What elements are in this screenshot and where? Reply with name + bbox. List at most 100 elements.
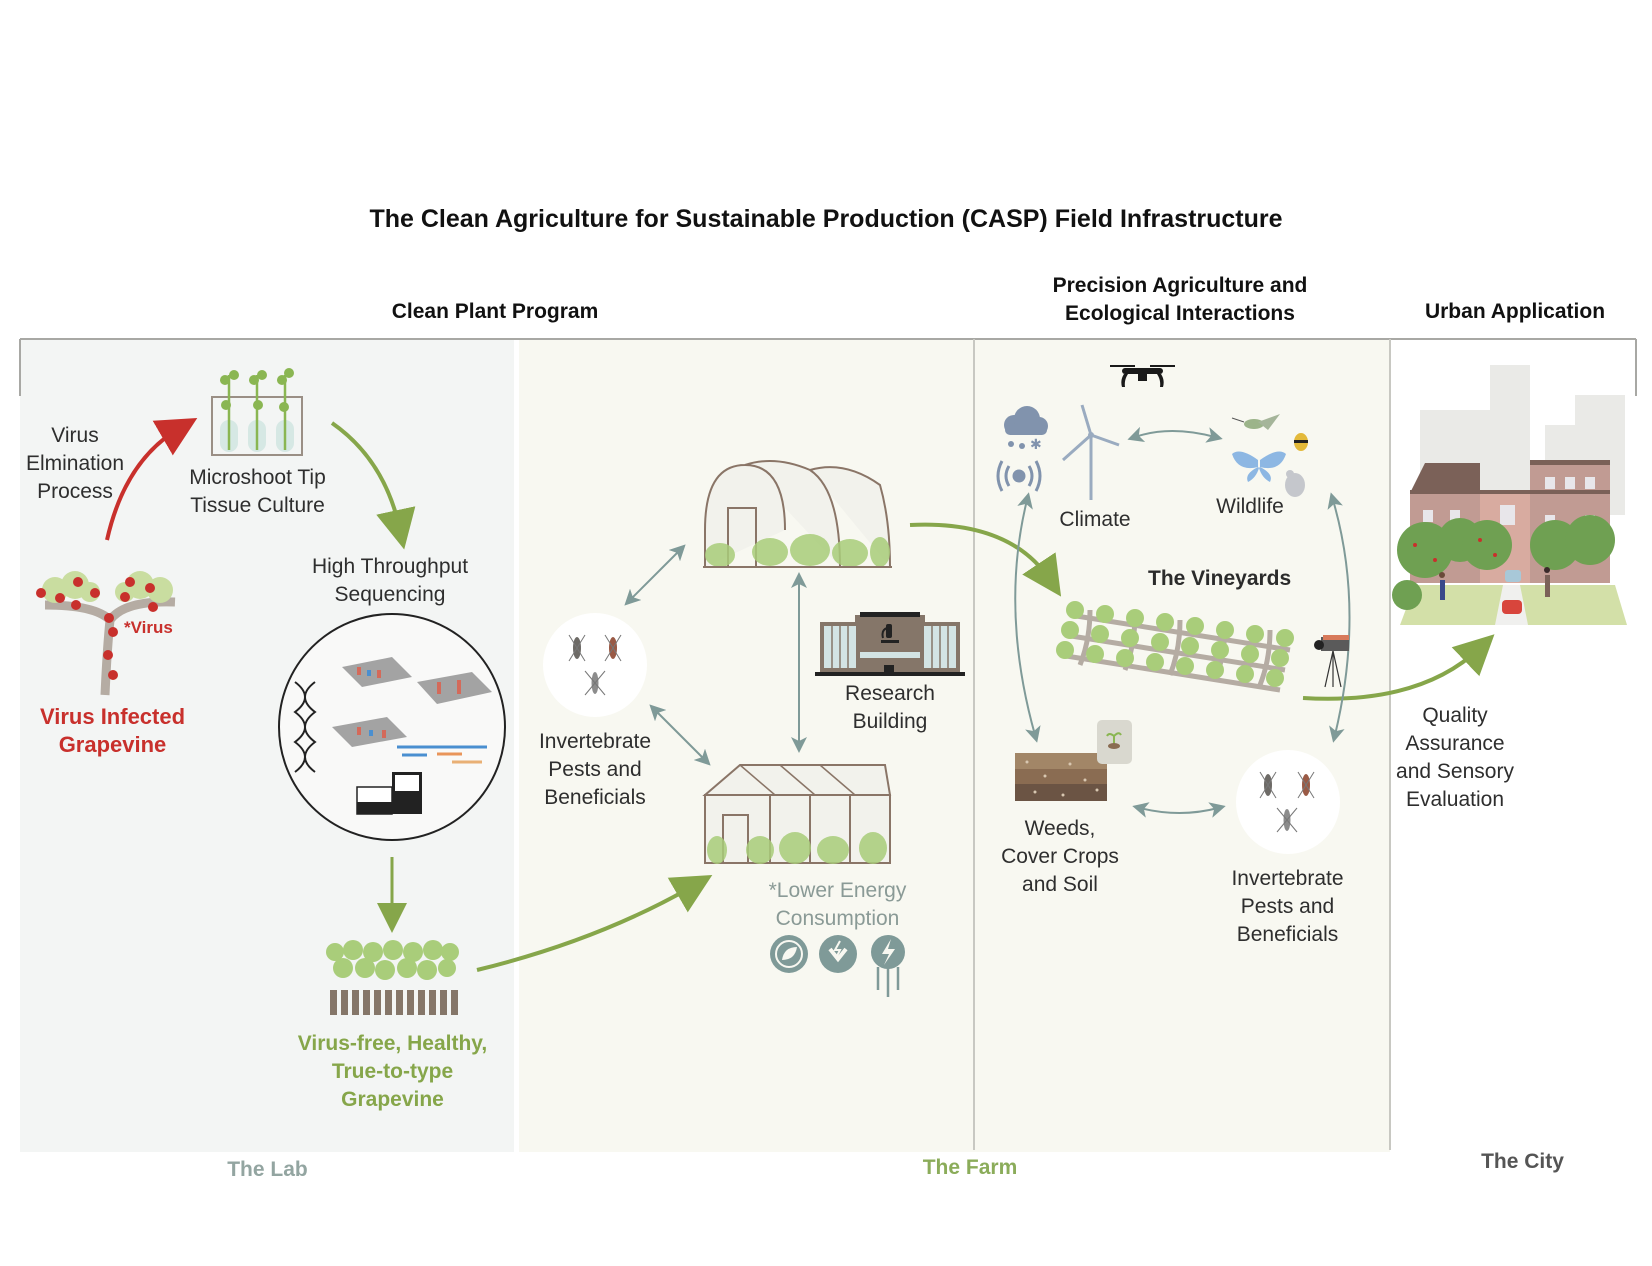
people-icon bbox=[1439, 567, 1550, 600]
rain-cloud-icon bbox=[1004, 406, 1048, 449]
soil-icons bbox=[1015, 720, 1132, 801]
virus-elim-line: Virus bbox=[51, 424, 99, 447]
precision-panel bbox=[974, 339, 1390, 1152]
hts-label: High Throughput Sequencing bbox=[290, 553, 490, 609]
microshoot-line: Microshoot Tip bbox=[189, 466, 326, 489]
hummingbird-icon bbox=[1231, 414, 1280, 430]
greenhouse-icon bbox=[702, 764, 892, 864]
hoophouse-icon bbox=[703, 460, 892, 568]
hts-line: Sequencing bbox=[334, 583, 446, 606]
microshoot-label: Microshoot Tip Tissue Culture bbox=[165, 464, 350, 520]
energy-line: *Lower Energy bbox=[768, 879, 907, 902]
research-building-icon bbox=[815, 612, 965, 676]
qa-line: Quality bbox=[1422, 704, 1488, 727]
mouse-icon bbox=[1285, 470, 1305, 497]
virus-free-line: True-to-type bbox=[331, 1060, 454, 1083]
car-icon bbox=[1502, 570, 1522, 614]
section-clean-plant: Clean Plant Program bbox=[391, 300, 599, 323]
weeds-label: Weeds, Cover Crops and Soil bbox=[985, 815, 1135, 899]
grapevine-to-greenhouse-arrow bbox=[476, 874, 713, 972]
tissue-culture-icon bbox=[211, 368, 303, 456]
qa-line: Evaluation bbox=[1405, 788, 1505, 811]
farm-inverts-line: Pests and bbox=[548, 758, 642, 781]
virus-elimination-arrow bbox=[105, 417, 198, 541]
hts-line: High Throughput bbox=[311, 555, 469, 578]
quality-assurance-label: Quality Assurance and Sensory Evaluation bbox=[1385, 702, 1525, 814]
leaf-cycle-icon bbox=[770, 935, 808, 973]
energy-label: *Lower Energy Consumption bbox=[745, 877, 930, 933]
microscope-icon bbox=[881, 624, 899, 643]
infected-grapevine-label: Virus Infected Grapevine bbox=[20, 703, 205, 759]
wind-turbine-icon bbox=[1062, 404, 1120, 500]
qa-line: and Sensory bbox=[1396, 760, 1514, 783]
soil-layers-icon bbox=[1015, 753, 1107, 801]
virus-elim-line: Process bbox=[37, 480, 113, 503]
hoophouse-to-vineyard-arrow bbox=[909, 522, 1062, 597]
research-line: Building bbox=[852, 710, 928, 733]
farm-inverts-line: Beneficials bbox=[544, 786, 646, 809]
snowflake-icon: ✱ bbox=[1030, 436, 1042, 452]
footer-farm: The Farm bbox=[922, 1156, 1018, 1179]
research-line: Research bbox=[845, 682, 935, 705]
energy-icons bbox=[770, 935, 905, 997]
infected-line: Virus Infected bbox=[39, 704, 186, 729]
research-building-label: Research Building bbox=[830, 680, 950, 736]
precision-insects-circle bbox=[1236, 750, 1340, 854]
culture-to-sequencing-arrow bbox=[330, 421, 416, 550]
weeds-line: Cover Crops bbox=[1001, 845, 1119, 868]
footer-lab: The Lab bbox=[227, 1158, 308, 1181]
section-precision-line2: Ecological Interactions bbox=[1065, 302, 1295, 325]
farm-inverts-line: Invertebrate bbox=[538, 730, 652, 753]
city-illustration bbox=[1392, 365, 1627, 625]
tree-icon bbox=[1392, 515, 1615, 610]
sequencing-circle bbox=[278, 613, 506, 841]
inverts-greenhouse-arrow bbox=[649, 704, 711, 766]
infected-line: Grapevine bbox=[58, 732, 167, 757]
virus-tag: *Virus bbox=[124, 618, 173, 637]
wildlife-icons bbox=[1231, 414, 1308, 497]
climate-wildlife-arrow bbox=[1127, 426, 1223, 443]
dna-helix-icon bbox=[293, 681, 317, 773]
farm-inverts-label: Invertebrate Pests and Beneficials bbox=[525, 728, 665, 812]
bee-icon bbox=[1294, 433, 1308, 451]
butterfly-icon bbox=[1232, 451, 1286, 482]
climate-icons: ✱ bbox=[996, 404, 1120, 500]
precision-inverts-line: Invertebrate bbox=[1231, 867, 1344, 890]
sequencer-machine-icon bbox=[356, 772, 422, 815]
sensor-camera-icon bbox=[1314, 635, 1349, 688]
weeds-line: Weeds, bbox=[1024, 817, 1096, 840]
virus-elimination-label: Virus Elmination Process bbox=[15, 422, 135, 506]
qa-line: Assurance bbox=[1405, 732, 1505, 755]
sensor-signal-icon bbox=[996, 460, 1042, 492]
precision-inverts-label: Invertebrate Pests and Beneficials bbox=[1215, 865, 1360, 949]
precision-inverts-line: Beneficials bbox=[1236, 923, 1339, 946]
power-down-icon bbox=[819, 935, 857, 973]
climate-weeds-arrow bbox=[1014, 492, 1041, 743]
virus-elim-line: Elmination bbox=[25, 452, 125, 475]
infected-grapevine-icon bbox=[36, 571, 176, 696]
inverts-hoophouse-arrow bbox=[624, 544, 686, 606]
section-precision: Precision Agriculture and Ecological Int… bbox=[1000, 272, 1360, 328]
energy-line: Consumption bbox=[775, 907, 900, 930]
microshoot-line: Tissue Culture bbox=[190, 494, 325, 517]
virus-free-grapevines-icon bbox=[326, 940, 459, 1015]
footer-city: The City bbox=[1481, 1150, 1564, 1173]
insects-circle bbox=[543, 613, 647, 717]
vineyards-label: The Vineyards bbox=[1148, 567, 1292, 590]
vineyards-icon bbox=[1056, 601, 1294, 693]
weeds-inverts-arrow bbox=[1132, 802, 1226, 818]
section-precision-line1: Precision Agriculture and bbox=[1052, 274, 1308, 297]
virus-free-label: Virus-free, Healthy, True-to-type Grapev… bbox=[275, 1030, 510, 1114]
wildlife-label: Wildlife bbox=[1216, 495, 1284, 518]
wildlife-inverts-arrow bbox=[1327, 492, 1351, 743]
weeds-line: and Soil bbox=[1022, 873, 1098, 896]
section-urban: Urban Application bbox=[1424, 300, 1606, 323]
virus-free-line: Virus-free, Healthy, bbox=[297, 1032, 488, 1055]
virus-free-line: Grapevine bbox=[341, 1088, 444, 1111]
climate-label: Climate bbox=[1059, 508, 1131, 531]
seed-bag-icon bbox=[1097, 720, 1132, 764]
precision-inverts-line: Pests and bbox=[1240, 895, 1335, 918]
lightning-distribution-icon bbox=[871, 935, 905, 997]
